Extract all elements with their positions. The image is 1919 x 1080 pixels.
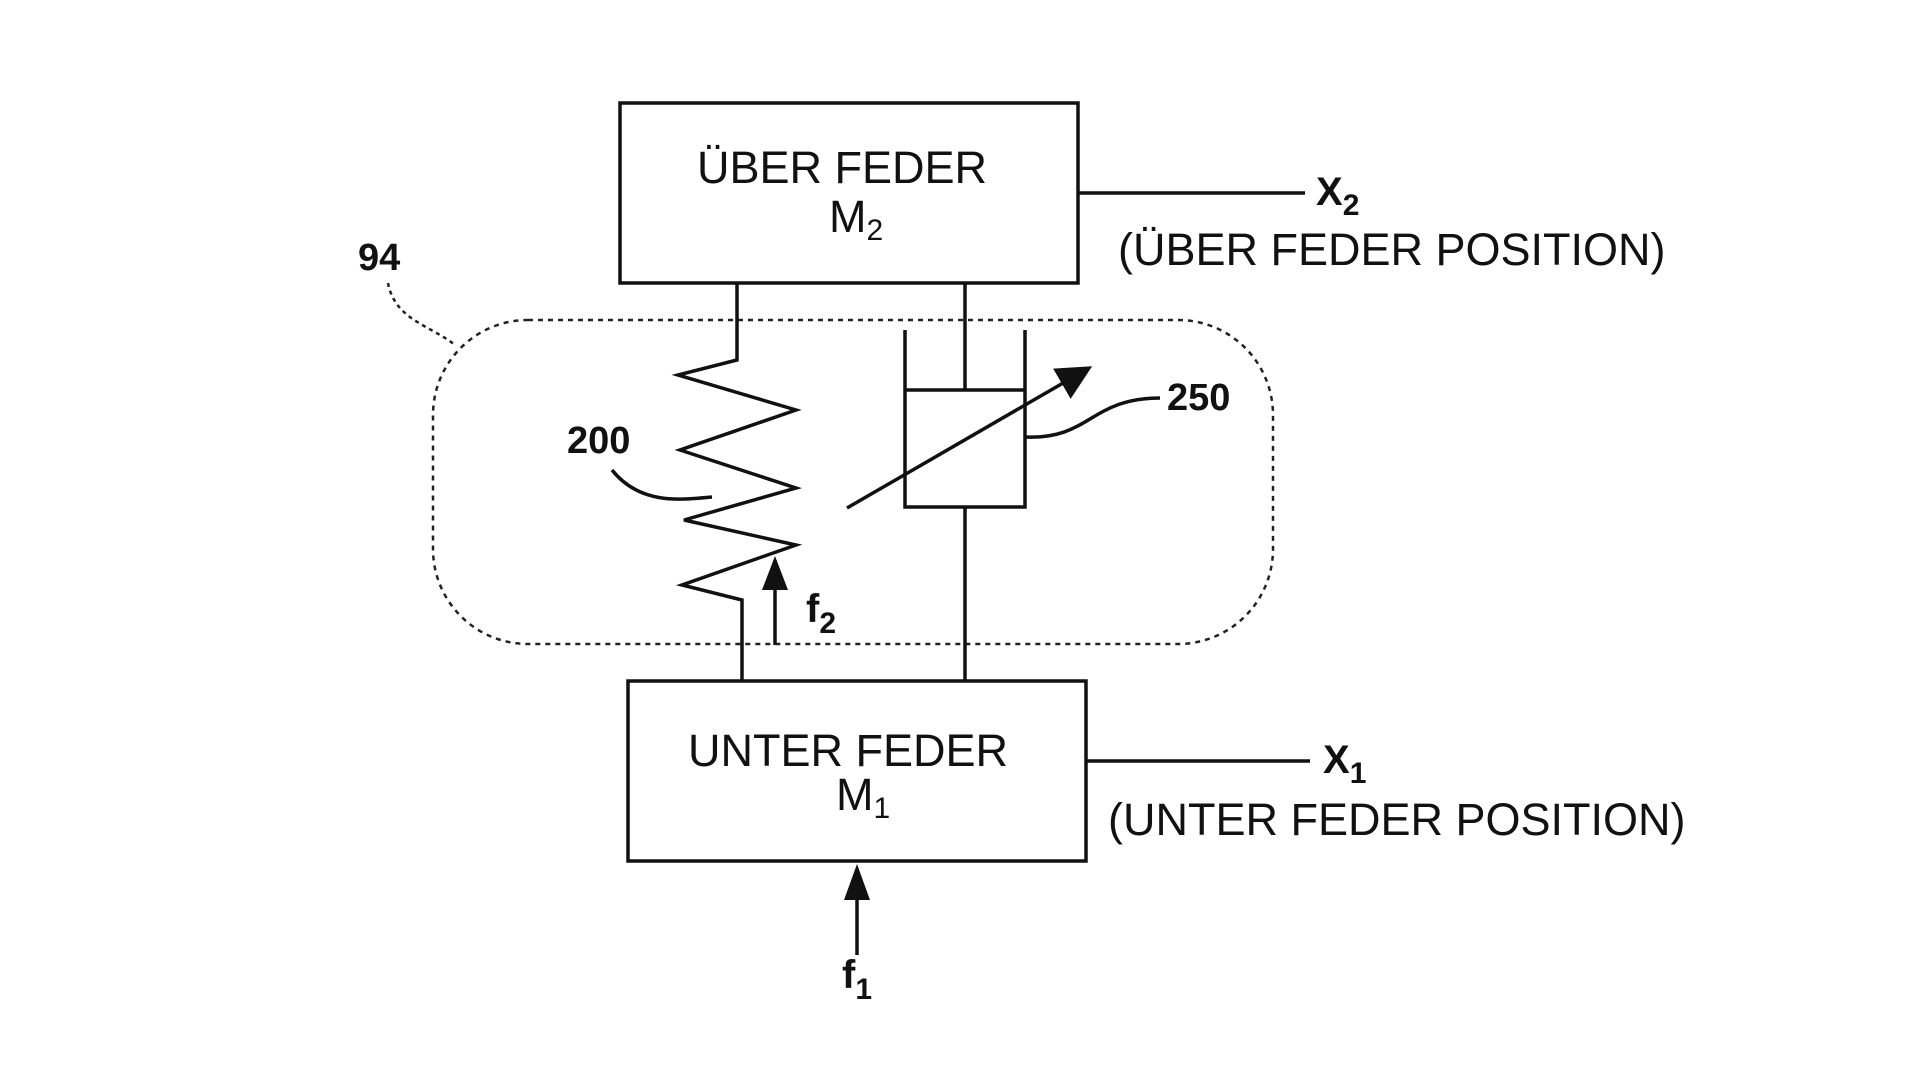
ref-damper-label: 250 [1167,377,1230,419]
spring [671,283,803,681]
ref-assembly-leader [386,282,456,346]
f2-arrow-head-icon [762,556,788,590]
upper-mass-symbol: M2 [829,191,883,247]
upper-mass-title: ÜBER FEDER [697,142,987,193]
lower-mass-title: UNTER FEDER [688,725,1008,776]
lower-mass-box [626,679,1088,863]
ref-damper-leader [1024,396,1161,439]
f1-label: f1 [842,953,872,1006]
variable-damping-arrow-icon [846,366,1093,510]
x1-description: (UNTER FEDER POSITION) [1108,794,1686,845]
assembly-outline [431,318,1275,646]
f2-label: f2 [806,587,836,640]
ref-spring-leader [610,468,713,501]
ref-assembly-label: 94 [358,237,400,279]
f1-arrow-head-icon [844,864,870,900]
lower-mass-symbol: M1 [836,769,890,825]
x1-label: X1 [1323,738,1366,790]
ref-spring-label: 200 [567,420,630,462]
x2-description: (ÜBER FEDER POSITION) [1118,224,1666,275]
x2-label: X2 [1316,170,1359,222]
